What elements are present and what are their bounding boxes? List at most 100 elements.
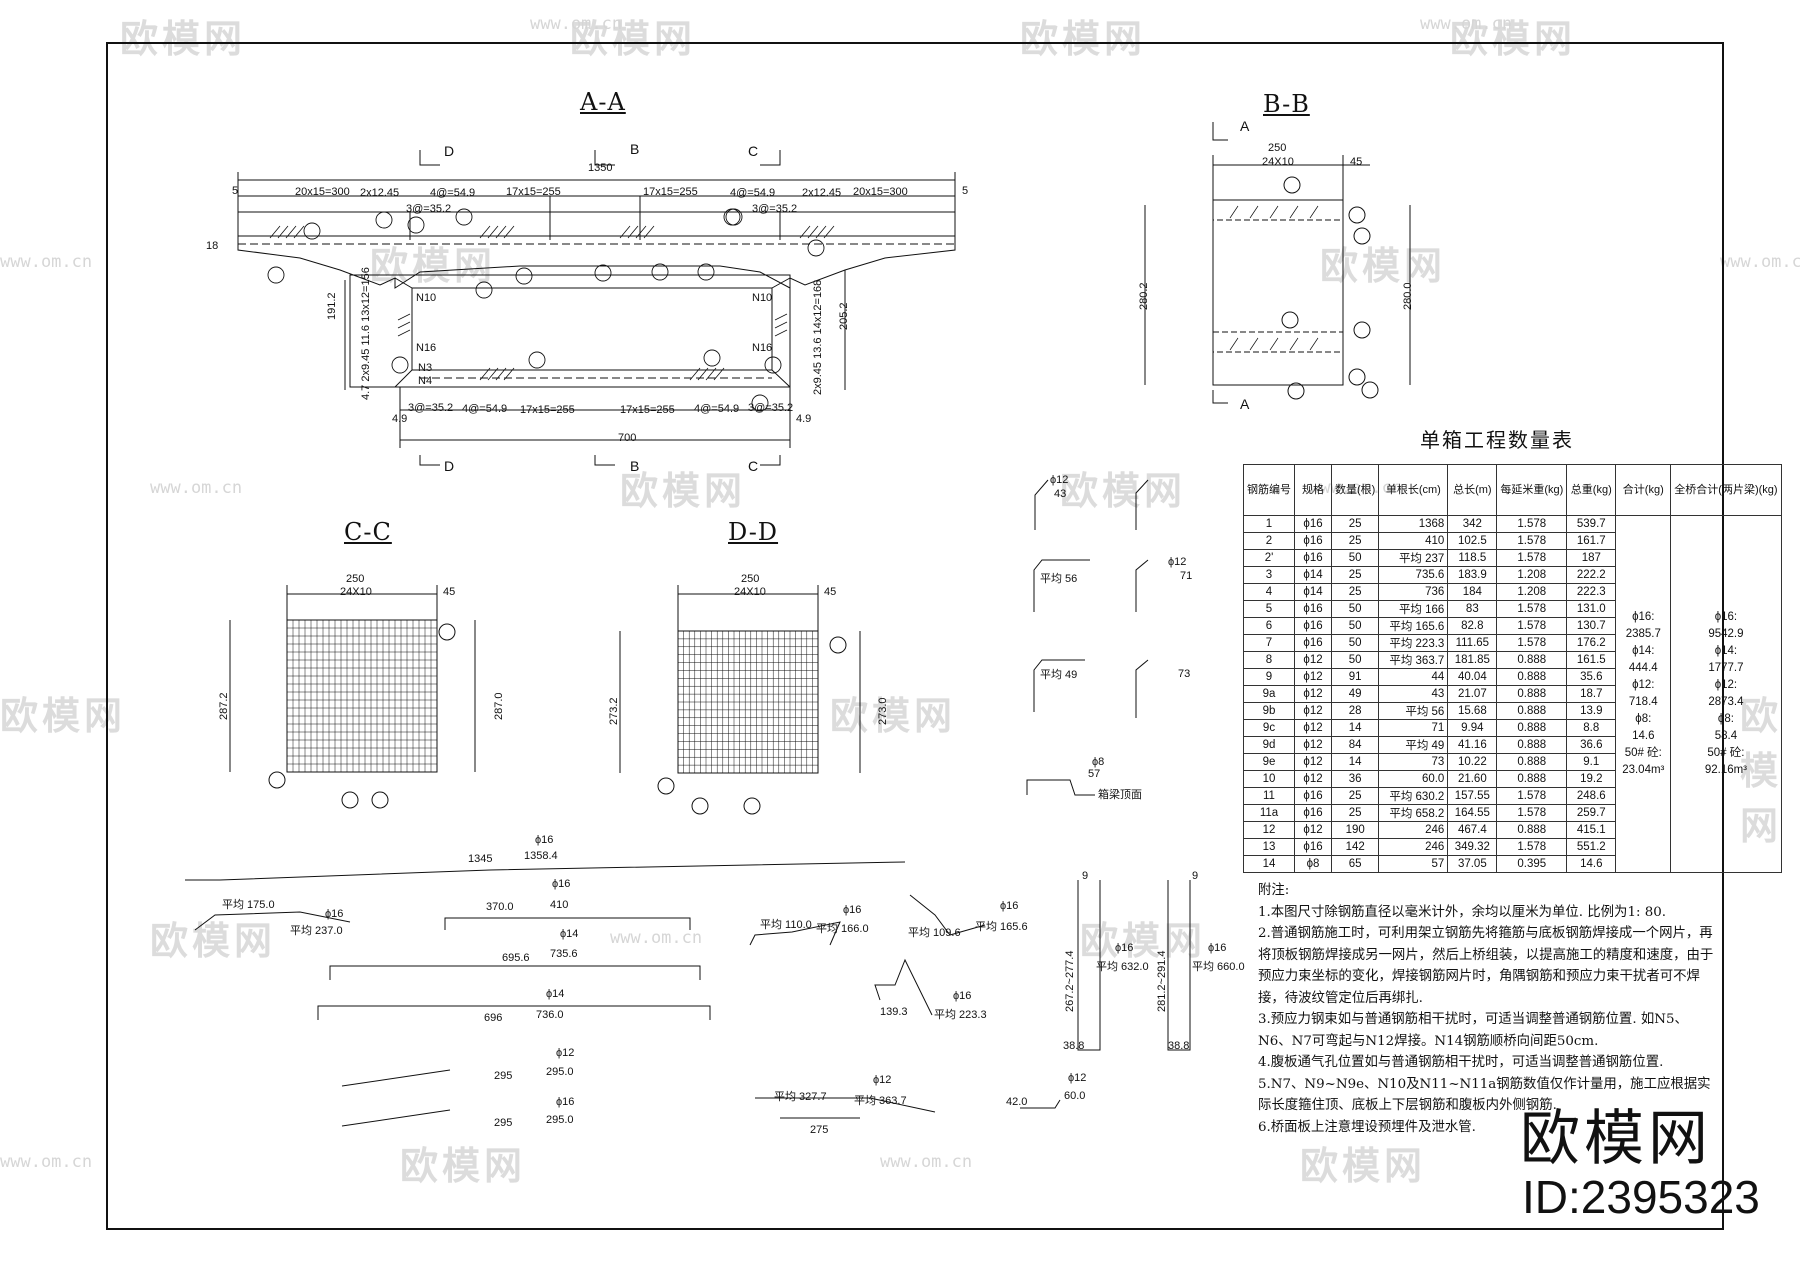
dim-label: 3@=35.2 — [406, 203, 452, 215]
table-cell: 8.8 — [1566, 719, 1617, 737]
bar-label: ϕ16 — [325, 908, 344, 920]
watermark: 欧模网 — [1320, 244, 1447, 288]
table-cell: 735.6 — [1378, 566, 1449, 584]
dim-label: 2x12.45 — [360, 187, 400, 199]
table-cell: 7 — [1243, 634, 1295, 652]
table-cell: 14 — [1330, 719, 1380, 737]
table-header: 总重(kg) — [1566, 464, 1617, 516]
watermark: 欧模网 — [150, 919, 277, 963]
table-cell: 36.6 — [1566, 736, 1617, 754]
table-sum-line: ϕ8: — [1717, 713, 1734, 725]
table-cell: 0.888 — [1496, 719, 1568, 737]
table-cell: 84 — [1330, 736, 1380, 754]
table-cell: 2' — [1243, 549, 1295, 567]
watermark: 欧模网 — [1020, 17, 1147, 61]
table-cell: 41.16 — [1447, 736, 1498, 754]
table-cell: ϕ12 — [1294, 668, 1332, 686]
table-cell: ϕ16 — [1294, 787, 1332, 805]
table-cell: 181.85 — [1447, 651, 1498, 669]
table-cell: 0.888 — [1496, 651, 1568, 669]
dim-label: 45 — [443, 586, 456, 598]
table-cell: 246 — [1378, 838, 1449, 856]
dim-label: 17x15=255 — [520, 404, 575, 416]
table-cell: 15.68 — [1447, 702, 1498, 720]
table-cell: 21.60 — [1447, 770, 1498, 788]
table-cell: 平均 237 — [1378, 549, 1449, 567]
table-cell: 222.2 — [1566, 566, 1617, 584]
table-cell: 161.7 — [1566, 532, 1617, 550]
table-cell: 6 — [1243, 617, 1295, 635]
table-cell: 142 — [1330, 838, 1380, 856]
dim-label: 280.2 — [1138, 282, 1150, 310]
bar-label: 1358.4 — [524, 850, 558, 862]
table-cell: ϕ12 — [1294, 719, 1332, 737]
table-cell: 9c — [1243, 719, 1295, 737]
table-cell: 12 — [1243, 821, 1295, 839]
table-cell: 36 — [1330, 770, 1380, 788]
table-cell: 平均 165.6 — [1378, 617, 1449, 635]
dim-label: 45 — [824, 586, 837, 598]
table-cell: 9.94 — [1447, 719, 1498, 737]
table-sum-line: 92.16m³ — [1704, 764, 1748, 776]
dim-label: 191.2 — [326, 292, 338, 320]
table-sum-line: ϕ12: — [1632, 679, 1655, 691]
table-sum-line: 2385.7 — [1625, 628, 1661, 640]
table-cell: 9a — [1243, 685, 1295, 703]
table-cell: ϕ14 — [1294, 583, 1332, 601]
watermark-url: www.om.cn — [610, 928, 703, 948]
bar-label: ϕ16 — [556, 1096, 575, 1108]
bar-label: ϕ16 — [535, 834, 554, 846]
table-cell: 1.578 — [1496, 600, 1568, 618]
table-sum-line: ϕ12: — [1714, 679, 1738, 691]
bar-label: 平均 660.0 — [1192, 961, 1245, 973]
table-cell: 0.888 — [1496, 821, 1568, 839]
table-cell: ϕ12 — [1294, 821, 1332, 839]
brand-id: ID:2395323 — [1522, 1171, 1760, 1223]
bar-label: 平均 109.6 — [908, 927, 961, 939]
bar-label: ϕ16 — [1115, 942, 1134, 954]
bar-label: ϕ16 — [1000, 900, 1019, 912]
table-cell: 73 — [1378, 753, 1449, 771]
bar-label: 平均 237.0 — [290, 925, 343, 937]
bar-label: ϕ16 — [843, 904, 862, 916]
table-cell: 1.578 — [1496, 634, 1568, 652]
table-sum-line: ϕ14: — [1632, 645, 1655, 657]
bar-label: 370.0 — [486, 901, 514, 913]
table-cell: 平均 56 — [1378, 702, 1449, 720]
dim-label: 4@=54.9 — [694, 403, 740, 415]
watermark-url: www.om.cn — [0, 1152, 93, 1172]
bar-label: 71 — [1180, 570, 1193, 582]
table-cell: 3 — [1243, 566, 1295, 584]
table-cell: 50 — [1330, 549, 1380, 567]
watermark: 欧模网 — [830, 694, 957, 738]
table-cell: 222.3 — [1566, 583, 1617, 601]
table-cell: 35.6 — [1566, 668, 1617, 686]
table-cell: 25 — [1330, 583, 1380, 601]
bar-tag: N10 — [752, 292, 773, 304]
table-sum-line: ϕ16: — [1714, 611, 1738, 623]
table-cell: 8 — [1243, 651, 1295, 669]
table-cell: ϕ8 — [1294, 855, 1332, 873]
section-cc-mesh — [287, 620, 437, 772]
dim-label: 700 — [618, 432, 637, 444]
bar-label: 箱梁顶面 — [1098, 789, 1142, 801]
table-cell: ϕ16 — [1294, 617, 1332, 635]
table-cell: 131.0 — [1566, 600, 1617, 618]
bar-label: ϕ12 — [873, 1074, 892, 1086]
table-cell: 410 — [1378, 532, 1449, 550]
table-header: 单根长(cm) — [1378, 464, 1449, 516]
table-cell: 11 — [1243, 787, 1295, 805]
section-title-aa: A-A — [580, 88, 626, 116]
brand-logo-text: 欧模网 — [1520, 1104, 1712, 1174]
table-cell: 平均 630.2 — [1378, 787, 1449, 805]
table-cell: 11a — [1243, 804, 1295, 822]
